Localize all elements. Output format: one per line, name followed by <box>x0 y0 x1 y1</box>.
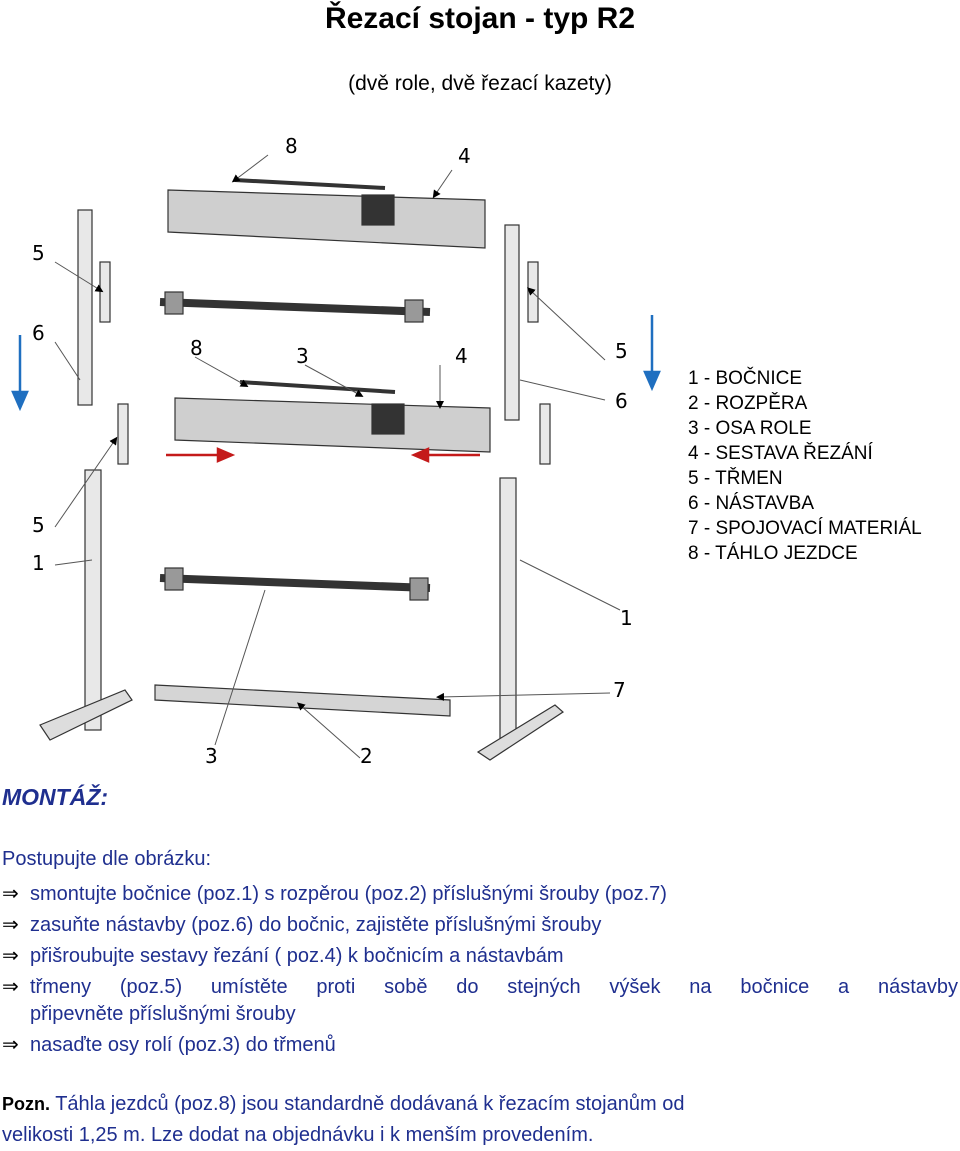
step-text: smontujte bočnice (poz.1) s rozpěrou (po… <box>30 883 667 905</box>
implies-arrow-icon: ⇒ <box>2 1034 19 1056</box>
assembly-steps: ⇒ smontujte bočnice (poz.1) s rozpěrou (… <box>2 879 958 1061</box>
callout-3-mid: 3 <box>296 344 309 368</box>
lower-cutting-unit <box>174 397 491 453</box>
callout-5-left-low: 5 <box>32 513 45 537</box>
callout-5-right: 5 <box>615 339 628 363</box>
upper-cutting-unit <box>167 189 486 249</box>
note-label: Pozn. <box>2 1094 50 1114</box>
bracket-left-low <box>117 403 129 465</box>
left-extension <box>77 209 93 406</box>
step-item: ⇒ nasaďte osy rolí (poz.3) do třmenů <box>2 1030 958 1061</box>
bracket-left-top <box>99 261 111 323</box>
note-text-line2: velikosti 1,25 m. Lze dodat na objednávk… <box>2 1124 594 1146</box>
callout-8-top: 8 <box>285 134 298 158</box>
assembly-heading: MONTÁŽ: <box>2 784 109 810</box>
upper-cutter-block <box>361 194 395 226</box>
legend-item: 7 - SPOJOVACÍ MATERIÁL <box>688 518 922 539</box>
lower-roll-chuck-right <box>409 577 429 601</box>
right-foot <box>476 704 564 761</box>
right-extension <box>504 224 520 421</box>
upper-roll-shaft <box>159 298 431 316</box>
lower-roll-chuck-left <box>164 567 184 591</box>
callout-4-mid: 4 <box>455 344 468 368</box>
note-text-line1: Táhla jezdců (poz.8) jsou standardně dod… <box>50 1093 685 1115</box>
step-continuation: připevněte příslušnými šrouby <box>30 1003 296 1025</box>
legend-item: 5 - TŘMEN <box>688 468 783 489</box>
callout-8-mid: 8 <box>190 336 203 360</box>
lower-roll-shaft <box>159 574 431 592</box>
upper-roll-chuck-right <box>404 299 424 323</box>
legend-item: 6 - NÁSTAVBA <box>688 493 814 514</box>
callout-6-left: 6 <box>32 321 45 345</box>
callout-1-left: 1 <box>32 551 45 575</box>
step-item: ⇒ zasuňte nástavby (poz.6) do bočnic, za… <box>2 910 958 941</box>
legend-item: 8 - TÁHLO JEZDCE <box>688 543 858 564</box>
step-item: ⇒ třmeny (poz.5) umístěte proti sobě do … <box>2 972 958 1003</box>
legend-item: 4 - SESTAVA ŘEZÁNÍ <box>688 443 873 464</box>
callout-7: 7 <box>613 678 626 702</box>
upper-roll-chuck-left <box>164 291 184 315</box>
stretcher <box>154 684 451 717</box>
implies-arrow-icon: ⇒ <box>2 945 19 967</box>
left-side-frame <box>84 469 102 731</box>
bracket-right-low <box>539 403 551 465</box>
bracket-right-top <box>527 261 539 323</box>
note-block: Pozn. Táhla jezdců (poz.8) jsou standard… <box>2 1089 952 1151</box>
callout-6-right: 6 <box>615 389 628 413</box>
lower-cutter-block <box>371 403 405 435</box>
callout-3-low: 3 <box>205 744 218 768</box>
page-title: Řezací stojan - typ R2 <box>324 2 636 35</box>
step-item: ⇒ přišroubujte sestavy řezání ( poz.4) k… <box>2 941 958 972</box>
step-item: ⇒ smontujte bočnice (poz.1) s rozpěrou (… <box>2 879 958 910</box>
implies-arrow-icon: ⇒ <box>2 914 19 936</box>
assembly-intro: Postupujte dle obrázku: <box>2 848 212 870</box>
callout-1-right: 1 <box>620 606 633 630</box>
right-side-frame <box>499 477 517 741</box>
legend-item: 1 - BOČNICE <box>688 368 803 389</box>
left-foot <box>39 689 133 741</box>
step-text: třmeny (poz.5) umístěte proti sobě do st… <box>30 976 958 998</box>
page-subtitle: (dvě role, dvě řezací kazety) <box>348 72 612 95</box>
callout-2: 2 <box>360 744 373 768</box>
parts-legend: 1 - BOČNICE 2 - ROZPĚRA 3 - OSA ROLE 4 -… <box>688 366 922 566</box>
lower-slide-rod <box>239 380 396 394</box>
step-text: přišroubujte sestavy řezání ( poz.4) k b… <box>30 945 564 967</box>
implies-arrow-icon: ⇒ <box>2 883 19 905</box>
step-text: zasuňte nástavby (poz.6) do bočnic, zaji… <box>30 914 602 936</box>
implies-arrow-icon: ⇒ <box>2 976 19 998</box>
assembly-drawing: 8 4 5 6 8 3 4 5 6 5 1 1 7 3 2 <box>11 134 661 768</box>
callout-5-left-top: 5 <box>32 241 45 265</box>
callout-4-top: 4 <box>458 144 471 168</box>
step-text: nasaďte osy rolí (poz.3) do třmenů <box>30 1034 336 1056</box>
legend-item: 2 - ROZPĚRA <box>688 393 808 414</box>
legend-item: 3 - OSA ROLE <box>688 418 812 439</box>
callout-labels: 8 4 5 6 8 3 4 5 6 5 1 1 7 3 2 <box>32 134 633 768</box>
upper-slide-rod <box>234 178 386 190</box>
